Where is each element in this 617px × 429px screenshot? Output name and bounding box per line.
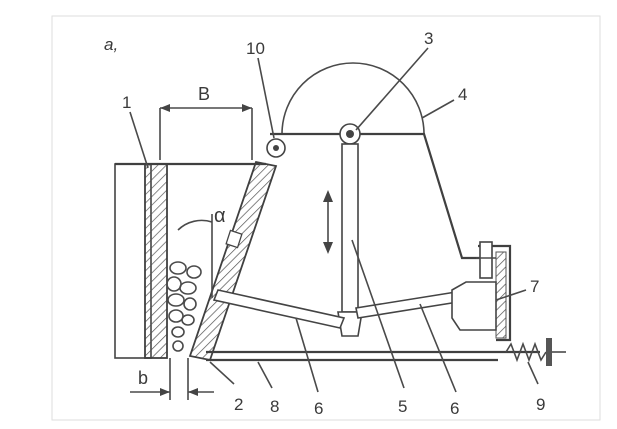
- motion-arrow-down: [323, 242, 333, 254]
- spring-washer: [546, 338, 552, 366]
- dim-B-arrow-left: [160, 104, 170, 112]
- machine-frame: [270, 132, 490, 260]
- toggle-seat: [451, 281, 497, 331]
- part-label-5: 5: [398, 397, 407, 416]
- panel-label: a,: [104, 35, 118, 54]
- angle-arc: [177, 219, 213, 231]
- part-label-10: 10: [246, 39, 265, 58]
- part-label-6: 6: [314, 399, 323, 418]
- part-label-7: 7: [530, 277, 539, 296]
- dim-B-arrow-right: [242, 104, 252, 112]
- figure-frame: [51, 15, 601, 421]
- part-label-9: 9: [536, 395, 545, 414]
- connecting-rod: [341, 143, 359, 313]
- angle-alpha-label: α: [214, 205, 226, 227]
- movable-jaw-plate: [188, 160, 278, 362]
- part-label-6b: 6: [450, 399, 459, 418]
- dim-b-arrow-right: [188, 388, 198, 396]
- toggle-plate-left: [212, 289, 346, 329]
- part-label-3: 3: [424, 29, 433, 48]
- flywheel: [281, 62, 425, 135]
- adjusting-screw: [479, 241, 493, 279]
- frame-right-wall: [478, 244, 512, 342]
- pivot-10-inner: [273, 145, 279, 151]
- part-label-8: 8: [270, 397, 279, 416]
- part-label-4: 4: [458, 85, 467, 104]
- frame-right-wall-hatch: [495, 251, 507, 339]
- spring: [505, 341, 547, 363]
- fixed-jaw-plate: [144, 163, 168, 359]
- part-label-2: 2: [234, 395, 243, 414]
- jaw-slot: [225, 229, 243, 249]
- eccentric-shaft-inner: [346, 130, 354, 138]
- motion-arrow-up: [323, 190, 333, 202]
- part-label-1: 1: [122, 93, 131, 112]
- dimension-b-label: b: [138, 368, 148, 388]
- crushed-material: [166, 261, 202, 352]
- dim-b-arrow-left: [160, 388, 170, 396]
- dimension-B-label: B: [198, 84, 210, 104]
- leader-lines: [129, 47, 539, 393]
